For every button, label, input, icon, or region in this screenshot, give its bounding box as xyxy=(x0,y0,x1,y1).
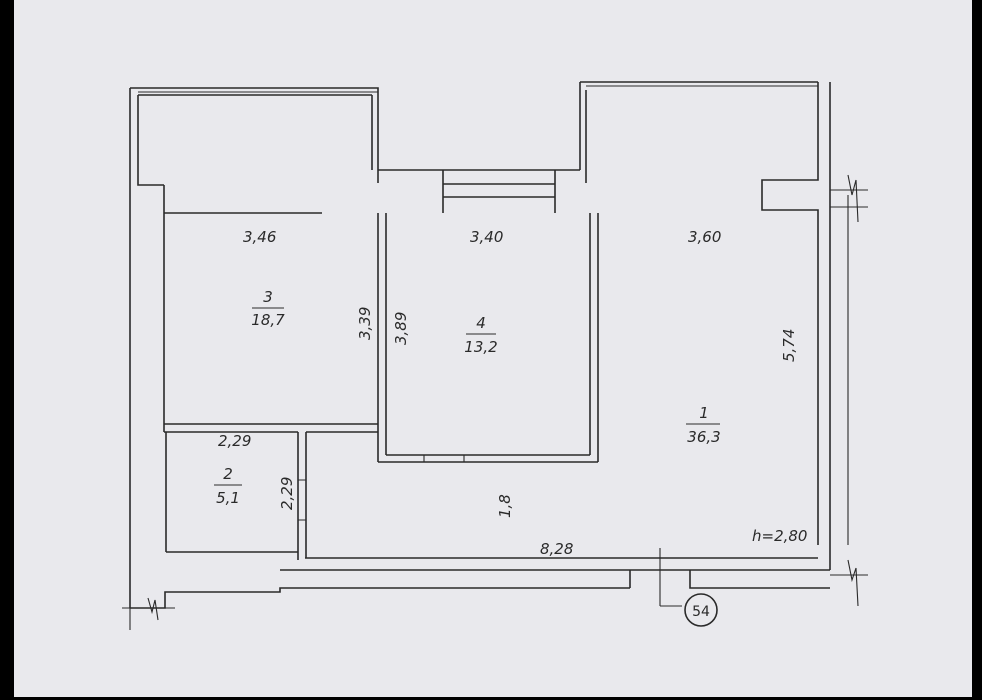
room4-walls xyxy=(378,213,599,463)
room2-depth-label: 2,29 xyxy=(278,477,296,510)
room2-walls xyxy=(165,432,307,560)
room-area: 13,2 xyxy=(464,338,497,356)
drawing-sheet: 54 3,46 3,40 3,60 3,39 3,89 5,74 2,29 2,… xyxy=(14,0,972,697)
axis-marker: 54 xyxy=(684,593,718,627)
room-number: 1 xyxy=(699,404,709,422)
room-number: 3 xyxy=(263,288,273,306)
room-label-4: 4 13,2 xyxy=(464,314,497,356)
ceiling-height-label: h=2,80 xyxy=(752,527,807,545)
room4-depth-label: 3,89 xyxy=(392,312,410,345)
room4-width-label: 3,40 xyxy=(470,228,503,246)
room1-width-label: 3,60 xyxy=(688,228,721,246)
room-label-3: 3 18,7 xyxy=(251,288,285,329)
room1-depth-label: 5,74 xyxy=(780,329,798,362)
room2-width-label: 2,29 xyxy=(218,432,251,450)
room-number: 2 xyxy=(223,465,233,483)
room3-width-label: 3,46 xyxy=(243,228,276,246)
axis-marker-label: 54 xyxy=(692,604,710,620)
central-beam xyxy=(322,169,660,213)
hall-width-label: 1,8 xyxy=(496,494,514,518)
room-label-1: 1 36,3 xyxy=(686,404,721,446)
room3-depth-label: 3,39 xyxy=(356,307,374,340)
break-marks xyxy=(122,174,868,630)
room-area: 18,7 xyxy=(251,311,285,329)
room-label-2: 2 5,1 xyxy=(214,465,242,507)
room3-walls xyxy=(163,185,387,462)
room-number: 4 xyxy=(476,314,486,332)
total-length-label: 8,28 xyxy=(540,540,573,558)
floor-plan: 54 3,46 3,40 3,60 3,39 3,89 5,74 2,29 2,… xyxy=(122,81,868,630)
room-area: 5,1 xyxy=(216,489,240,507)
room-area: 36,3 xyxy=(687,428,720,446)
